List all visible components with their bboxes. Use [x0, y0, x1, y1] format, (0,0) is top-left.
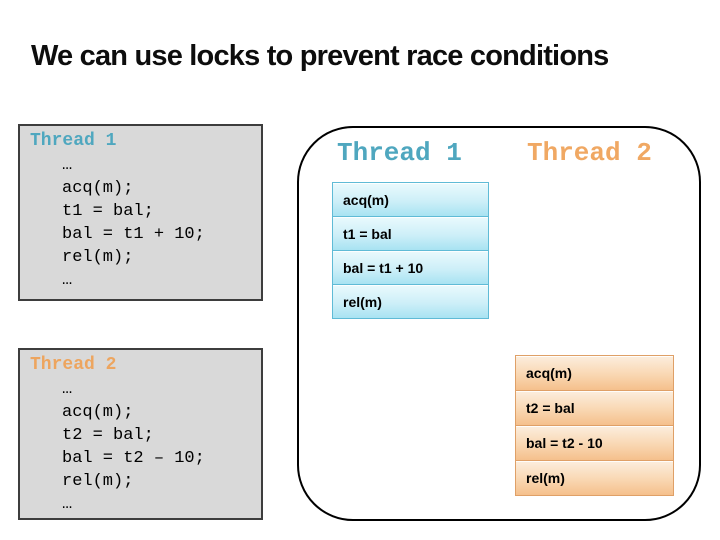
page-title: We can use locks to prevent race conditi…: [31, 40, 609, 72]
code-line: t2 = bal;: [62, 426, 154, 445]
timeline-step-rel-m-thread1: rel(m): [332, 284, 489, 319]
timeline-step-acq-m-thread2: acq(m): [515, 355, 674, 391]
code-block-thread2: Thread 2 … acq(m); t2 = bal; bal = t2 – …: [18, 348, 263, 520]
code-line: acq(m);: [62, 179, 134, 198]
code-line: …: [62, 271, 73, 290]
code-line: acq(m);: [62, 403, 134, 422]
timeline-thread1-header: Thread 1: [337, 138, 462, 168]
timeline-step-t2-eq-bal: t2 = bal: [515, 390, 674, 426]
code-line: bal = t2 – 10;: [62, 449, 205, 468]
code-line: t1 = bal;: [62, 202, 154, 221]
timeline-step-bal-eq-t1-plus-10: bal = t1 + 10: [332, 250, 489, 285]
code-block-thread2-header: Thread 2: [30, 355, 117, 375]
timeline-thread2-steps: acq(m) t2 = bal bal = t2 - 10 rel(m): [515, 355, 674, 496]
code-line: …: [62, 380, 73, 399]
code-block-thread1-header: Thread 1: [30, 131, 117, 151]
timeline-panel: Thread 1 Thread 2 acq(m) t1 = bal bal = …: [297, 126, 701, 521]
code-line: …: [62, 495, 73, 514]
timeline-thread2-header: Thread 2: [527, 138, 652, 168]
timeline-step-t1-eq-bal: t1 = bal: [332, 216, 489, 251]
code-line: …: [62, 156, 73, 175]
code-line: rel(m);: [62, 472, 134, 491]
timeline-step-bal-eq-t2-minus-10: bal = t2 - 10: [515, 425, 674, 461]
timeline-step-acq-m-thread1: acq(m): [332, 182, 489, 217]
code-line: bal = t1 + 10;: [62, 225, 205, 244]
code-line: rel(m);: [62, 248, 134, 267]
code-block-thread1: Thread 1 … acq(m); t1 = bal; bal = t1 + …: [18, 124, 263, 301]
timeline-thread1-steps: acq(m) t1 = bal bal = t1 + 10 rel(m): [332, 182, 489, 319]
timeline-step-rel-m-thread2: rel(m): [515, 460, 674, 496]
